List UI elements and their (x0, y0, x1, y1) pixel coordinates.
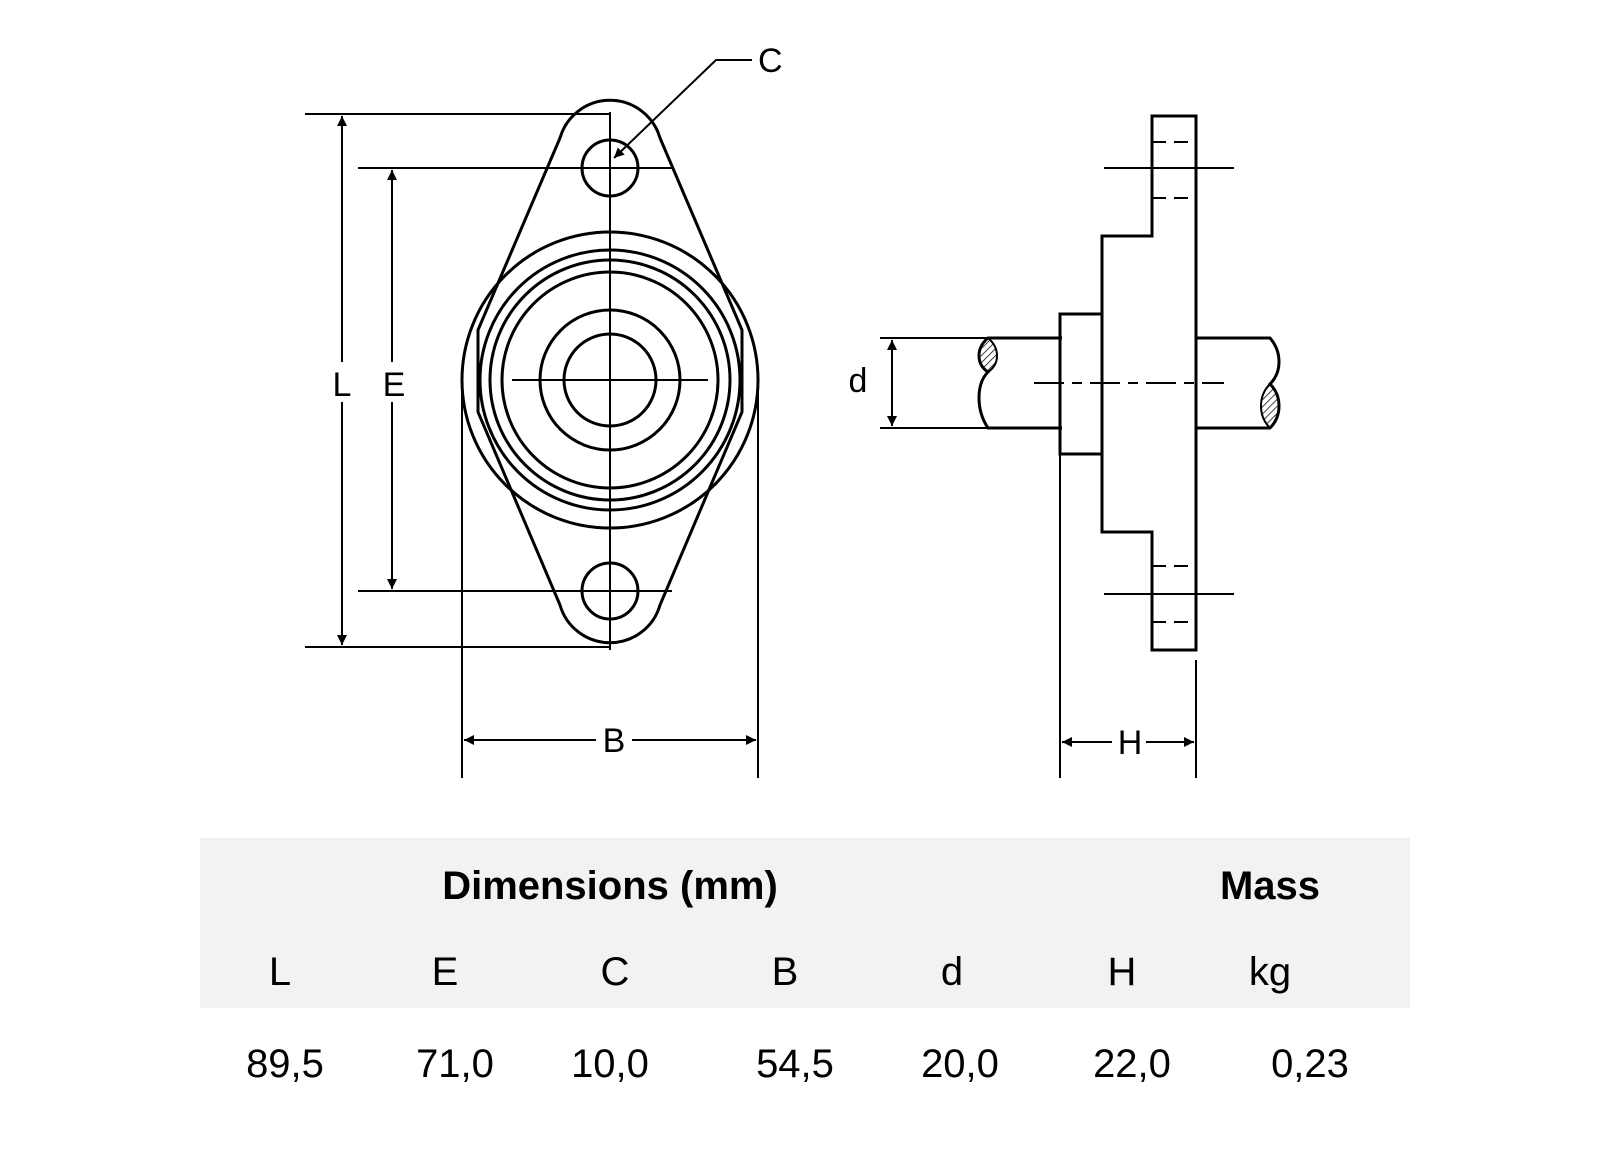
label-C: C (758, 42, 783, 80)
label-d: d (849, 362, 868, 400)
column-header-kg: kg (1248, 950, 1292, 994)
label-E: E (383, 366, 406, 404)
side-view: d H (849, 114, 1281, 778)
mass-header: Mass (1219, 864, 1321, 908)
column-header-E: E (431, 950, 459, 994)
value-B: 54,5 (756, 1042, 834, 1086)
dimensions-header: Dimensions (mm) (442, 864, 778, 908)
dimension-table: Dimensions (mm) Mass L E C B d H kg 89,5… (200, 838, 1410, 1118)
column-header-B: B (771, 950, 799, 994)
label-B: B (603, 722, 626, 760)
front-view: L E C B (305, 42, 783, 778)
value-C: 10,0 (571, 1042, 649, 1086)
label-L: L (333, 366, 352, 404)
value-H: 22,0 (1093, 1042, 1171, 1086)
bearing-dimension-drawing: L E C B (305, 42, 1281, 778)
table-header: Dimensions (mm) Mass L E C B d H kg (200, 838, 1410, 1008)
table-row: 89,5 71,0 10,0 54,5 20,0 22,0 0,23 (200, 1008, 1410, 1118)
value-kg: 0,23 (1271, 1042, 1349, 1086)
value-E: 71,0 (416, 1042, 494, 1086)
value-L: 89,5 (246, 1042, 324, 1086)
column-header-C: C (600, 950, 630, 994)
column-header-L: L (268, 950, 292, 994)
column-header-H: H (1107, 950, 1137, 994)
column-header-d: d (940, 950, 964, 994)
label-H: H (1118, 724, 1143, 762)
value-d: 20,0 (921, 1042, 999, 1086)
